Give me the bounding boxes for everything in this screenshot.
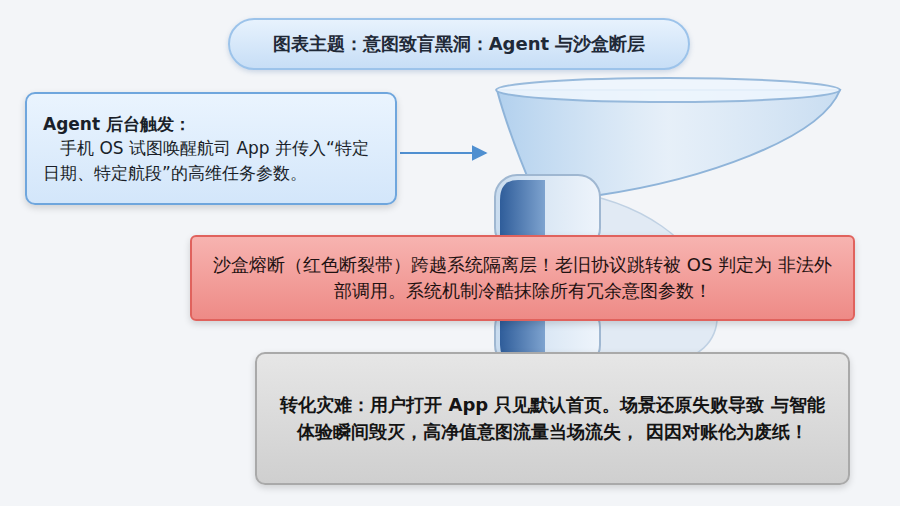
title-pill: 图表主题：意图致盲黑洞：Agent 与沙盒断层 [228, 18, 690, 70]
trigger-box: Agent 后台触发：手机 OS 试图唤醒航司 App 并传入“特定日期、特定航… [25, 92, 397, 205]
box-text: 转化灾难：用户打开 App 只见默认首页。场景还原失败导致 与智能体验瞬间毁灭，… [275, 392, 830, 444]
funnel-rim [496, 78, 840, 102]
flow-arrow [400, 152, 486, 154]
fracture-band: 沙盒熔断（红色断裂带）跨越系统隔离层！老旧协议跳转被 OS 判定为 非法外部调用… [190, 235, 855, 321]
box-text: 沙盒熔断（红色断裂带）跨越系统隔离层！老旧协议跳转被 OS 判定为 非法外部调用… [208, 252, 837, 304]
box-heading: Agent 后台触发： [43, 112, 379, 137]
disaster-box: 转化灾难：用户打开 App 只见默认首页。场景还原失败导致 与智能体验瞬间毁灭，… [255, 352, 850, 485]
box-text: 手机 OS 试图唤醒航司 App 并传入“特定日期、特定航段”的高维任务参数。 [43, 136, 379, 185]
title-text: 图表主题：意图致盲黑洞：Agent 与沙盒断层 [273, 32, 646, 56]
